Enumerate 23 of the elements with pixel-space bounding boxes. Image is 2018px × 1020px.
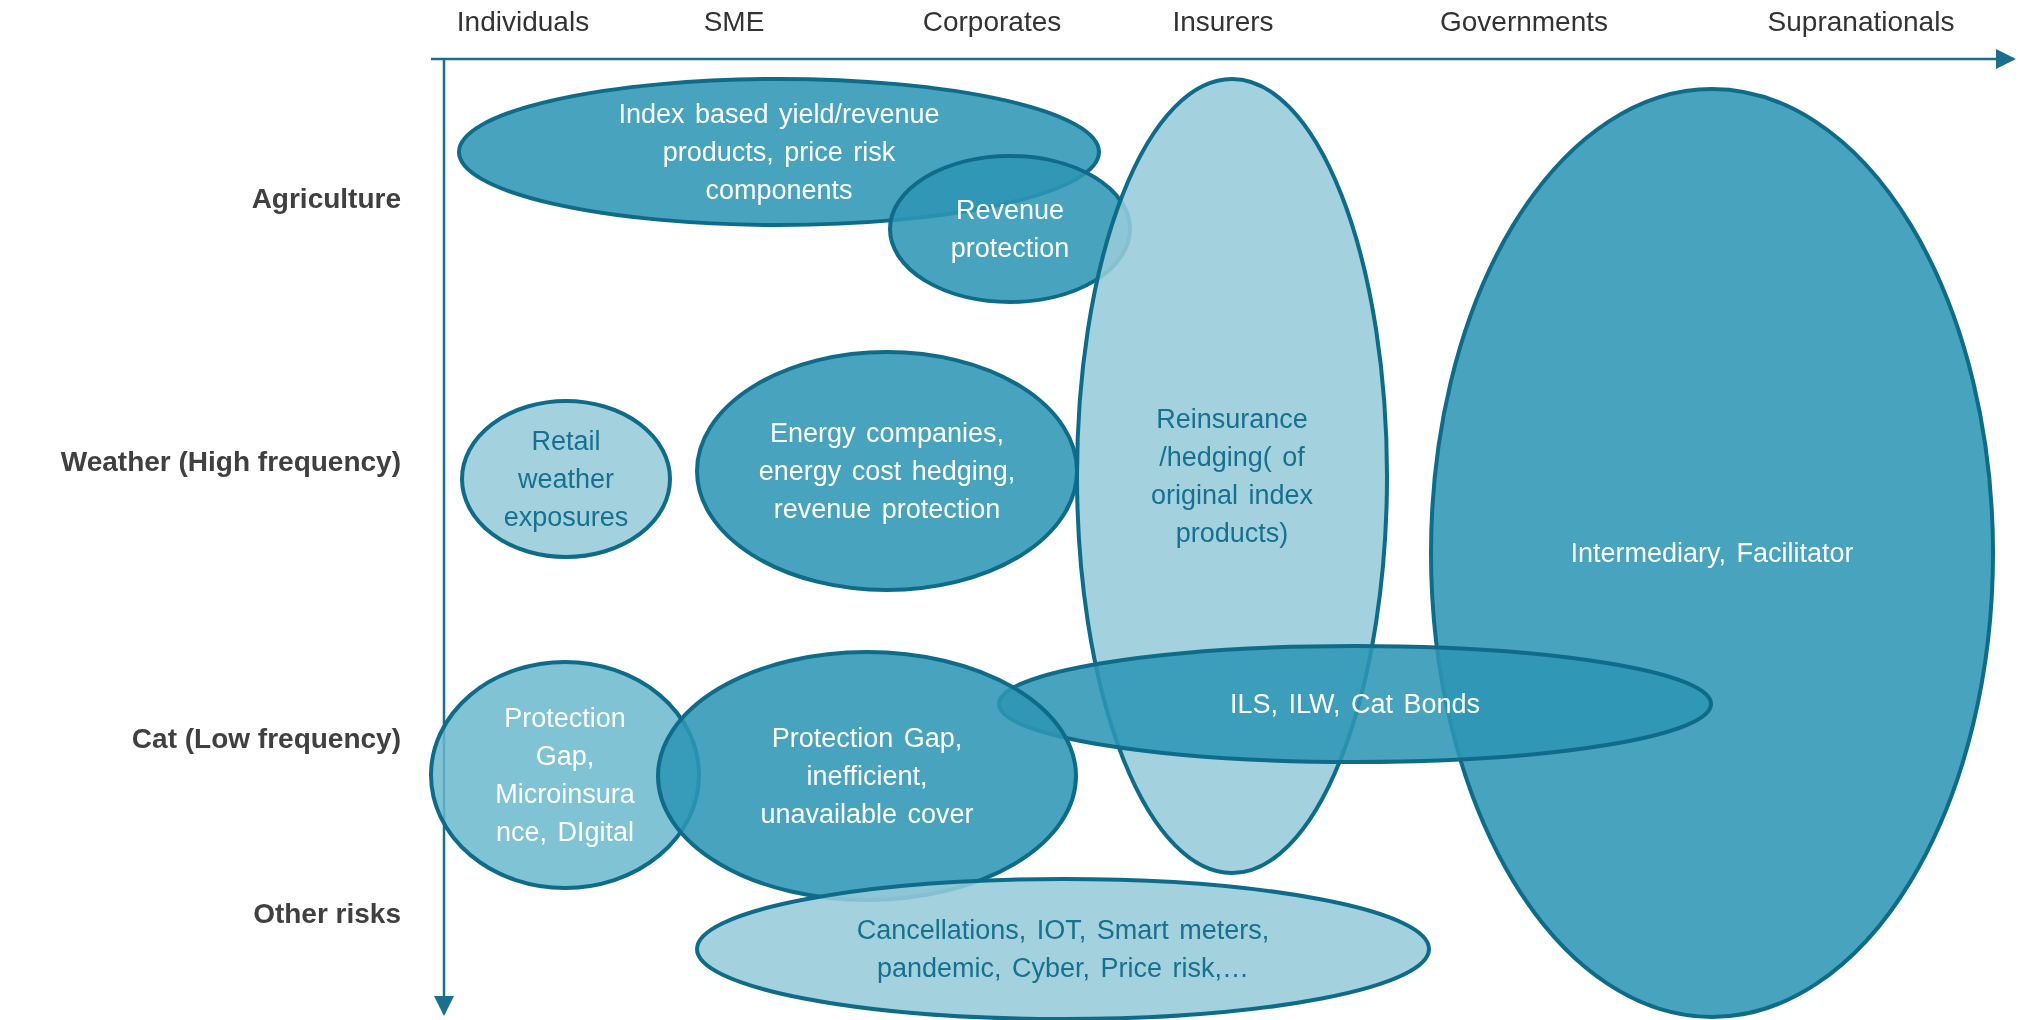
ellipse-area bbox=[695, 877, 1431, 1020]
area-label: Energy companies, energy cost hedging, revenue protection bbox=[757, 417, 1017, 526]
column-header: Individuals bbox=[456, 6, 590, 38]
area-label: Protection Gap, inefficient, unavailable cover bbox=[759, 722, 975, 831]
ellipse-area bbox=[460, 399, 672, 559]
area-label: Intermediary, Facilitator bbox=[1569, 537, 1855, 570]
row-header: Cat (Low frequency) bbox=[131, 723, 401, 755]
column-header: Insurers bbox=[1172, 6, 1274, 38]
area-label: Index based yield/revenue products, price risk components bbox=[617, 98, 941, 207]
area-label: Cancellations, IOT, Smart meters, pandemic, Cyber, Price risk,… bbox=[855, 914, 1271, 985]
column-header: SME bbox=[703, 6, 765, 38]
column-header: Corporates bbox=[922, 6, 1062, 38]
column-header: Governments bbox=[1439, 6, 1609, 38]
area-label: ILS, ILW, Cat Bonds bbox=[1228, 688, 1482, 721]
row-header: Weather (High frequency) bbox=[60, 446, 401, 478]
row-header: Other risks bbox=[253, 898, 401, 930]
area-label: Reinsurance /hedging( of original index products) bbox=[1149, 403, 1315, 550]
row-header: Agriculture bbox=[251, 183, 401, 215]
column-header: Supranationals bbox=[1767, 6, 1955, 38]
area-label: Retail weather exposures bbox=[502, 425, 630, 534]
ellipse-area bbox=[695, 350, 1079, 592]
area-label: Protection Gap, Microinsurance, DIgital bbox=[495, 702, 635, 849]
area-label: Revenue protection bbox=[949, 194, 1071, 265]
